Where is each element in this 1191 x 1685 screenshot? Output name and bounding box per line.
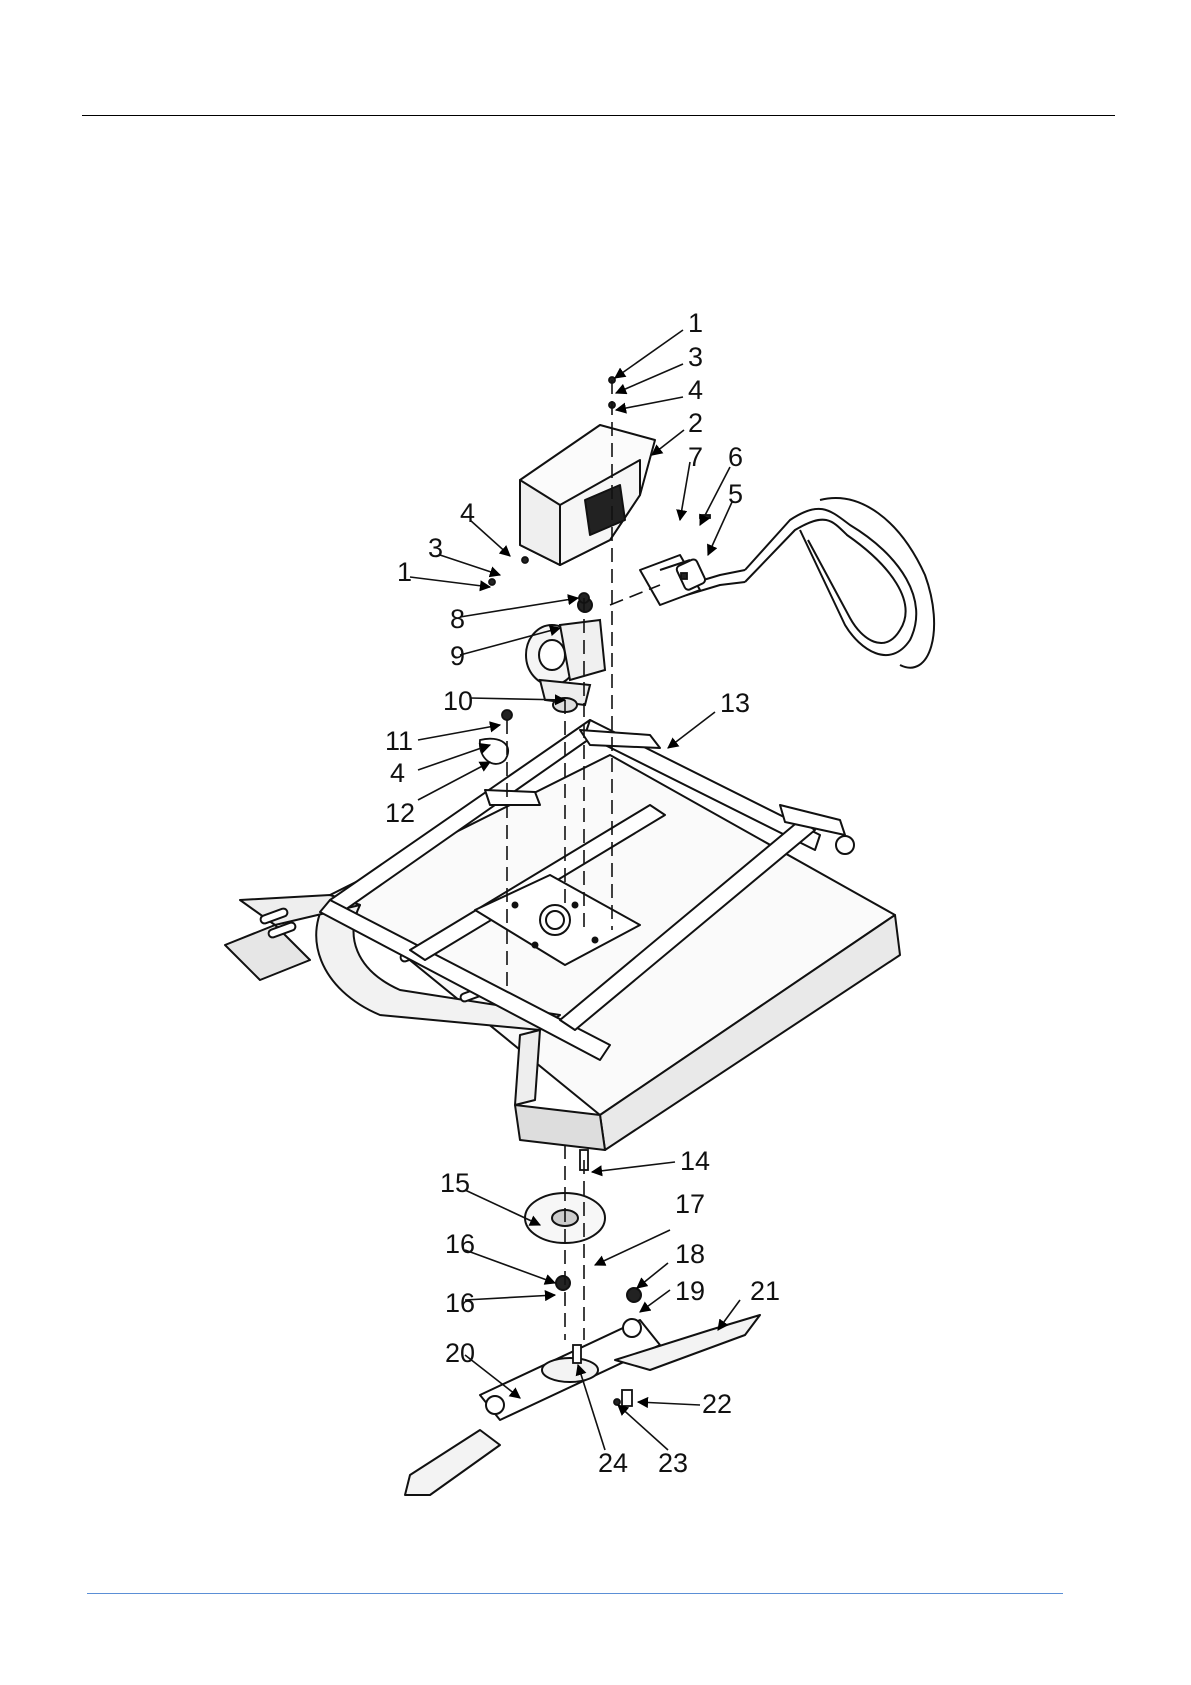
gearbox (526, 598, 605, 712)
callout-3b: 3 (428, 533, 443, 563)
callout-18: 18 (675, 1239, 705, 1269)
callout-7: 7 (688, 442, 703, 472)
callout-15: 15 (440, 1168, 470, 1198)
callout-21: 21 (750, 1276, 780, 1306)
callout-9: 9 (450, 641, 465, 671)
callout-23: 23 (658, 1448, 688, 1478)
gearbox-guard (520, 425, 655, 565)
callout-17: 17 (675, 1189, 705, 1219)
callout-10: 10 (443, 686, 473, 716)
callout-2: 2 (688, 408, 703, 438)
callout-4c: 4 (390, 758, 405, 788)
callout-4b: 4 (460, 498, 475, 528)
callout-12: 12 (385, 798, 415, 828)
callout-16b: 16 (445, 1288, 475, 1318)
callout-22: 22 (702, 1389, 732, 1419)
callout-6: 6 (728, 442, 743, 472)
callout-20: 20 (445, 1338, 475, 1368)
callout-1: 1 (688, 308, 703, 338)
callout-8: 8 (450, 604, 465, 634)
callout-13: 13 (720, 688, 750, 718)
callout-11: 11 (385, 726, 413, 756)
callout-3: 3 (688, 342, 703, 372)
callout-19: 19 (675, 1276, 705, 1306)
callout-4: 4 (688, 375, 703, 405)
callout-1b: 1 (397, 557, 412, 587)
mower-deck (225, 720, 900, 1150)
callout-14: 14 (680, 1146, 710, 1176)
footer-rule (87, 1593, 1063, 1594)
pto-driveline (640, 498, 934, 668)
callout-24: 24 (598, 1448, 628, 1478)
callout-16: 16 (445, 1229, 475, 1259)
callout-5: 5 (728, 479, 743, 509)
